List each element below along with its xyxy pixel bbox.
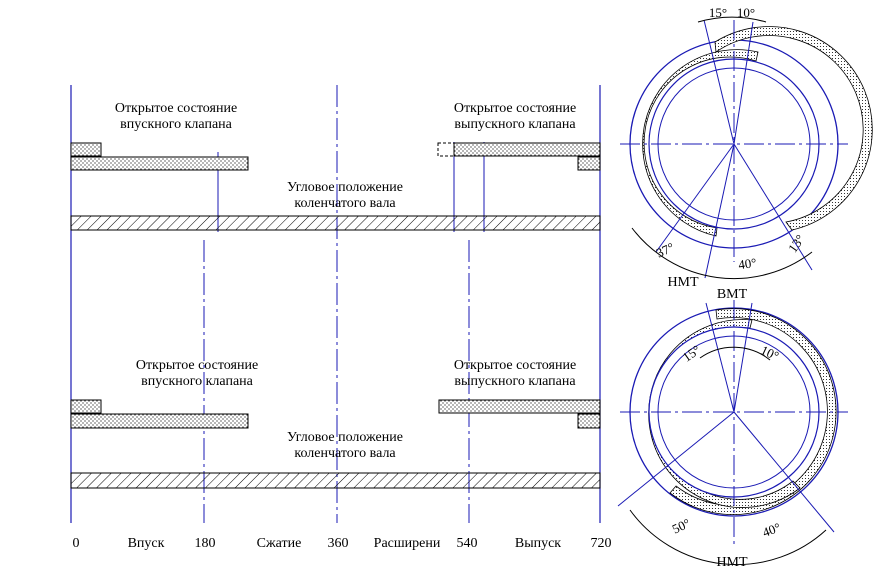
bdc-label: НМТ <box>667 275 699 290</box>
angle-40: 40° <box>760 520 782 540</box>
ray <box>655 143 735 253</box>
angle-arc-bottom <box>629 509 827 566</box>
top-crank-label-1: Угловое положение <box>287 180 403 195</box>
ray <box>704 143 735 279</box>
angle-arc-top <box>697 16 767 23</box>
ray <box>705 302 735 413</box>
angle-37: 37° <box>654 239 677 260</box>
tdc-label: ВМТ <box>717 287 748 302</box>
tick-720: 720 <box>591 536 612 551</box>
bottom-crank-label-2: коленчатого вала <box>294 446 396 461</box>
intake-bar <box>70 156 249 171</box>
angle-50: 50° <box>670 515 693 536</box>
bottom-intake-label-1: Открытое состояние <box>136 358 258 373</box>
stroke-exhaust: Выпуск <box>515 536 561 551</box>
ray <box>617 411 735 507</box>
angle-15: 15° <box>709 5 727 20</box>
stroke-compression: Сжатие <box>257 536 302 551</box>
intake-bar <box>70 413 249 429</box>
exhaust-bar <box>438 399 601 414</box>
exhaust-bar <box>453 142 601 157</box>
ray <box>733 411 835 533</box>
top-exhaust-label-2: выпускного клапана <box>454 117 576 132</box>
ray <box>733 302 753 413</box>
ray <box>703 19 735 145</box>
tick-540: 540 <box>457 536 478 551</box>
stroke-intake: Впуск <box>128 536 165 551</box>
exhaust-bar-advance <box>437 142 455 157</box>
angle-10: 10° <box>737 5 755 20</box>
timing-circle-bottom: ВМТ 15° 10° 50° 40° НМТ <box>617 287 848 570</box>
timing-circle-top: 15° 10° 37° 40° 13° НМТ <box>620 5 873 290</box>
top-intake-label-1: Открытое состояние <box>115 101 237 116</box>
bottom-intake-label-2: впускного клапана <box>141 374 254 389</box>
angle-arc-bottom <box>631 227 813 280</box>
crank-bar <box>70 472 601 489</box>
crank-bar <box>70 215 601 231</box>
exhaust-band <box>642 49 759 237</box>
top-intake-label-2: впускного клапана <box>120 117 233 132</box>
top-exhaust-label-1: Открытое состояние <box>454 101 576 116</box>
exhaust-bar-tail <box>577 156 601 171</box>
bottom-crank-label-1: Угловое положение <box>287 430 403 445</box>
ray <box>733 21 754 145</box>
tick-0: 0 <box>73 536 80 551</box>
intake-band <box>714 26 873 231</box>
intake-bar-small <box>70 399 102 414</box>
bottom-exhaust-label-2: выпускного клапана <box>454 374 576 389</box>
angle-10: 10° <box>758 342 781 363</box>
tick-360: 360 <box>328 536 349 551</box>
bar-diagram: Открытое состояние впускного клапана Отк… <box>70 85 612 551</box>
exhaust-bar-tail <box>577 413 601 429</box>
top-crank-label-2: коленчатого вала <box>294 196 396 211</box>
ray <box>733 143 813 271</box>
angle-13: 13° <box>785 232 808 256</box>
angle-arc-top <box>699 346 771 361</box>
bdc-label: НМТ <box>716 555 748 570</box>
intake-bar-small <box>70 142 102 157</box>
tick-180: 180 <box>195 536 216 551</box>
stroke-expansion: Расширени <box>374 536 441 551</box>
bottom-exhaust-label-1: Открытое состояние <box>454 358 576 373</box>
intake-band <box>669 308 837 515</box>
angle-40: 40° <box>737 255 757 272</box>
